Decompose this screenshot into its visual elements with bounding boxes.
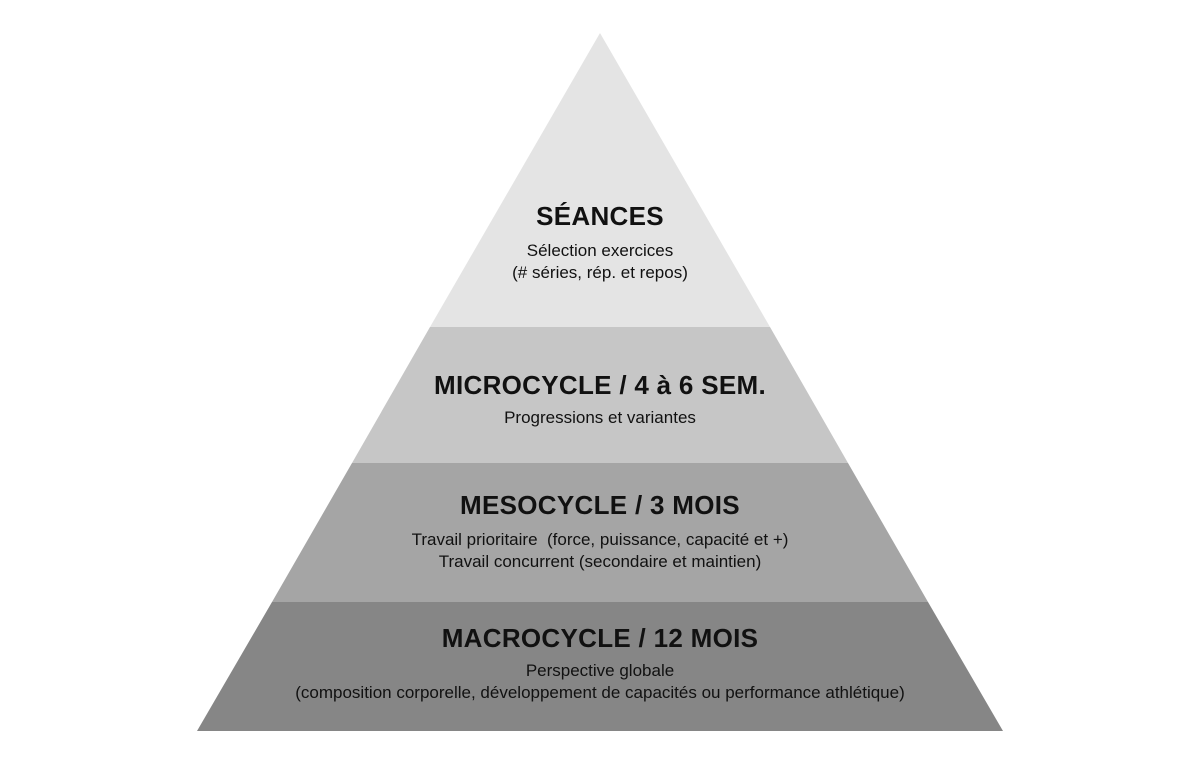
tier-microcycle-title: MICROCYCLE / 4 à 6 SEM. (434, 370, 766, 400)
tier-microcycle-line-1: Progressions et variantes (504, 408, 696, 427)
tier-seances-title: SÉANCES (536, 201, 664, 231)
tier-macrocycle-shape (197, 602, 1003, 731)
tier-mesocycle: MESOCYCLE / 3 MOIS Travail prioritaire (… (0, 489, 1200, 573)
tier-macrocycle-line-1: Perspective globale (525, 661, 675, 680)
tier-seances-line-1: Sélection exercices (526, 241, 674, 260)
tier-microcycle-shape (352, 327, 848, 463)
tier-seances-line-2: (# séries, rép. et repos) (512, 263, 688, 282)
tier-microcycle: MICROCYCLE / 4 à 6 SEM. Progressions et … (0, 369, 1200, 429)
tier-macrocycle-line-2: (composition corporelle, développement d… (295, 683, 905, 702)
tier-mesocycle-title: MESOCYCLE / 3 MOIS (460, 490, 740, 520)
tier-seances: SÉANCES Sélection exercices (# séries, r… (0, 200, 1200, 284)
tier-mesocycle-shape (272, 463, 928, 602)
tier-seances-shape (430, 33, 770, 327)
tier-mesocycle-line-1: Travail prioritaire (force, puissance, c… (411, 530, 789, 549)
tier-macrocycle: MACROCYCLE / 12 MOIS Perspective globale… (0, 622, 1200, 704)
tier-macrocycle-title: MACROCYCLE / 12 MOIS (441, 623, 759, 653)
tier-mesocycle-line-2: Travail concurrent (secondaire et mainti… (438, 552, 762, 571)
